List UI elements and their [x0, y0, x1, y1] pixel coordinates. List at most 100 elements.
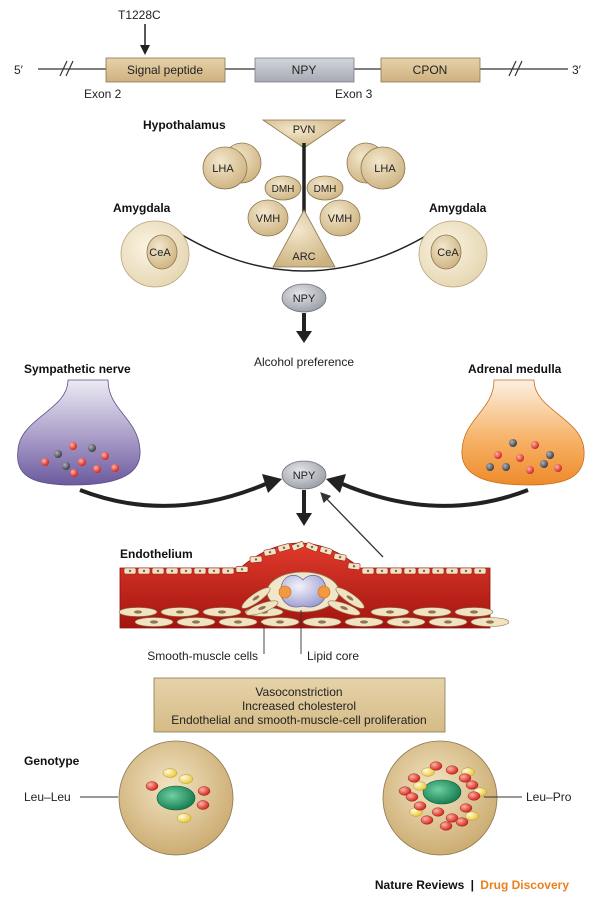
- npy-segment: [254, 57, 355, 83]
- three-prime-label: 3′: [572, 63, 582, 77]
- cea-right-label: CeA: [437, 247, 459, 259]
- red-granule: [420, 815, 434, 825]
- smooth-muscle-cell: [118, 607, 158, 617]
- pvn-nucleus: [261, 119, 347, 149]
- smooth-muscle-cell-row: [118, 587, 510, 627]
- endothelial-cell: [361, 567, 375, 575]
- endothelial-cell: [291, 541, 305, 551]
- signal-peptide-label: Signal peptide: [127, 63, 203, 77]
- smooth-muscle-cell: [260, 617, 300, 627]
- gene-structure: 5′ 3′ Signal peptide NPY CPON T1228C Exo…: [14, 8, 582, 101]
- sympathetic-vesicles: [41, 442, 119, 477]
- pvn-label: PVN: [293, 124, 316, 136]
- endothelial-cell: [375, 567, 389, 575]
- leu-leu-label: Leu–Leu: [24, 790, 71, 804]
- mutation-arrow-head: [140, 45, 150, 55]
- brain-diagram: Hypothalamus PVN LHA LHA DMH DMH VMH VMH…: [113, 118, 488, 369]
- leu-leu-granules: [145, 768, 211, 823]
- credit-line: Nature Reviews | Drug Discovery: [375, 878, 569, 892]
- red-granule: [405, 792, 419, 802]
- smooth-muscle-leader: [261, 622, 265, 654]
- leu-leu-nucleus: [156, 785, 196, 811]
- effects-box-frame: [153, 677, 446, 733]
- leu-pro-nucleus: [422, 779, 462, 805]
- lipid-feedback-arrow: [320, 492, 384, 558]
- amygdala-right-label: Amygdala: [429, 201, 487, 215]
- npy-central-label: NPY: [293, 293, 316, 305]
- cea-left-label: CeA: [149, 247, 171, 259]
- endothelial-cell: [445, 567, 459, 575]
- adrenal-to-npy-arrow-head: [326, 474, 346, 493]
- endothelial-cell: [431, 567, 445, 575]
- endothelial-cell: [333, 552, 347, 562]
- smooth-muscle-label: Smooth-muscle cells: [147, 649, 258, 663]
- endothelial-cell: [123, 567, 137, 575]
- red-granule: [407, 773, 421, 783]
- endothelial-cell: [389, 567, 403, 575]
- periphery: Sympathetic nerve Adrenal medulla: [17, 362, 585, 558]
- endothelial-cell: [151, 567, 165, 575]
- red-granule: [431, 807, 445, 817]
- leu-pro-granules: [398, 761, 487, 831]
- sympathetic-nerve-terminal: [17, 379, 141, 486]
- endothelial-cell: [221, 567, 235, 575]
- vmh-left-label: VMH: [256, 213, 281, 225]
- credit-separator: |: [471, 878, 474, 892]
- plaque: [266, 571, 340, 613]
- endothelial-cell: [263, 548, 277, 557]
- sympathetic-to-npy-arrow: [79, 481, 269, 508]
- foam-cell-left: [278, 585, 292, 599]
- red-granule: [458, 773, 472, 783]
- exon-2-label: Exon 2: [84, 87, 122, 101]
- endothelial-cell: [179, 567, 193, 575]
- smooth-muscle-cell: [245, 600, 279, 616]
- arc-label: ARC: [292, 251, 315, 263]
- smooth-muscle-cell: [327, 600, 361, 616]
- red-granule: [459, 803, 473, 813]
- cpon-segment-label: CPON: [413, 63, 448, 77]
- dmh-right-nucleus: [306, 175, 344, 201]
- dmh-left-label: DMH: [272, 184, 295, 195]
- yellow-granule: [421, 767, 435, 777]
- effect-proliferation: Endothelial and smooth-muscle-cell proli…: [171, 713, 426, 727]
- amygdala-connection-arc: [161, 221, 449, 272]
- effects-box: Vasoconstriction Increased cholesterol E…: [153, 677, 446, 733]
- smooth-muscle-cell: [428, 617, 468, 627]
- adrenal-medulla-label: Adrenal medulla: [468, 362, 562, 376]
- smooth-muscle-cell: [412, 607, 452, 617]
- adrenal-to-npy-arrow: [339, 481, 529, 508]
- credit-journal: Nature Reviews: [375, 878, 465, 892]
- endothelial-cell: [137, 567, 151, 575]
- cea-right-nucleus: [430, 234, 462, 270]
- endothelial-cell: [277, 543, 291, 553]
- endothelium-label: Endothelium: [120, 547, 193, 561]
- endothelial-cell: [193, 567, 207, 575]
- endothelial-cell: [207, 567, 221, 575]
- blood-vessel: Endothelium Smooth-muscle cells Lipid co…: [118, 541, 510, 663]
- npy-to-vessel-arrow-head: [296, 513, 312, 526]
- vmh-left-nucleus: [247, 199, 289, 237]
- lha-right-label: LHA: [374, 163, 396, 175]
- break-mark-right: [508, 60, 523, 77]
- red-granule: [413, 801, 427, 811]
- smooth-muscle-cell: [470, 617, 510, 627]
- five-prime-label: 5′: [14, 63, 24, 77]
- genotype-section: Genotype Leu–Leu Leu–Pro: [24, 740, 572, 856]
- smooth-muscle-cell: [241, 587, 271, 609]
- red-granule: [429, 761, 443, 771]
- smooth-muscle-cell: [202, 607, 242, 617]
- smooth-muscle-cell: [454, 607, 494, 617]
- red-granule: [445, 813, 459, 823]
- adrenal-medulla-terminal: [461, 379, 585, 486]
- endothelial-cell: [305, 542, 319, 552]
- hypothalamus-label: Hypothalamus: [143, 118, 226, 132]
- mutation-label: T1228C: [118, 8, 161, 22]
- yellow-granule: [413, 781, 427, 791]
- endothelial-cell: [165, 567, 179, 575]
- endothelial-cell: [417, 567, 431, 575]
- npy-central-node: [281, 283, 327, 313]
- credit-section: Drug Discovery: [480, 878, 569, 892]
- leu-pro-label: Leu–Pro: [526, 790, 572, 804]
- npy-peripheral-label: NPY: [293, 470, 316, 482]
